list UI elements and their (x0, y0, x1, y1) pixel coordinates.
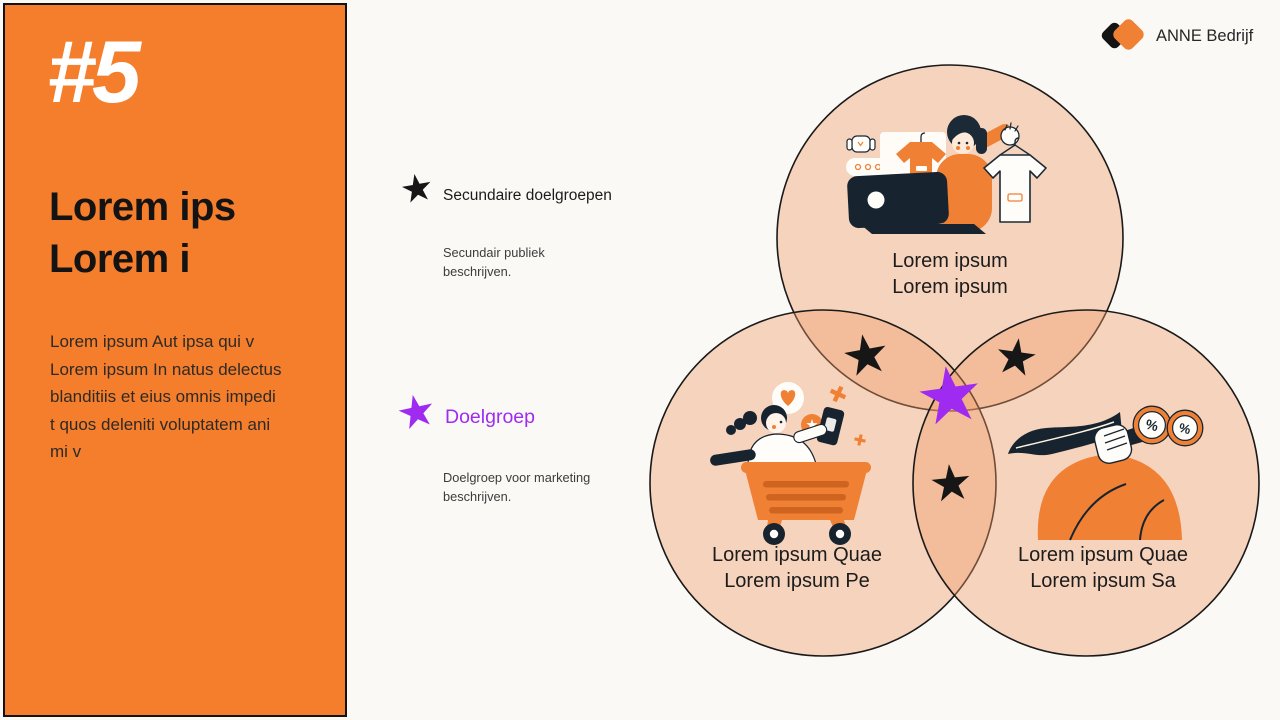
online-shopper-illustration (846, 115, 1047, 234)
legend-secondary-description: Secundair publiek beschrijven. (443, 245, 545, 279)
venn-bottom-left-label: Lorem ipsum Quae Lorem ipsum Pe (711, 544, 883, 592)
primary-star-icon (396, 391, 437, 431)
brand-logo: ANNE Bedrijf (1099, 16, 1254, 56)
venn-bottom-right-label: Lorem ipsum Quae Lorem ipsum Sa (1017, 544, 1189, 592)
percent-lens-left: % (1144, 416, 1160, 435)
legend-primary-description: Doelgroep voor marketing beschrijven. (443, 470, 591, 504)
slide-number: #5 (47, 22, 141, 121)
shopping-cart-illustration (710, 382, 871, 545)
percent-lens-right: % (1177, 420, 1192, 437)
venn-top-label: Lorem ipsum Lorem ipsum (892, 250, 1008, 298)
slide-description: Lorem ipsum Aut ipsa qui v Lorem ipsum I… (50, 332, 282, 461)
legend-primary-label: Doelgroep (445, 406, 535, 428)
binoculars-percent-illustration: % % (1008, 405, 1204, 541)
legend-secondary-label: Secundaire doelgroepen (443, 187, 612, 204)
brand-name: ANNE Bedrijf (1156, 26, 1254, 45)
secondary-star-icon (400, 171, 434, 204)
venn-diagram: % % (649, 64, 1260, 657)
slide-title-line2: Lorem i (49, 237, 190, 281)
slide-title-line1: Lorem ips (49, 185, 236, 229)
slide-title: Lorem ips Lorem i (49, 181, 236, 285)
left-panel: #5 Lorem ips Lorem i Lorem ipsum Aut ips… (3, 3, 347, 717)
